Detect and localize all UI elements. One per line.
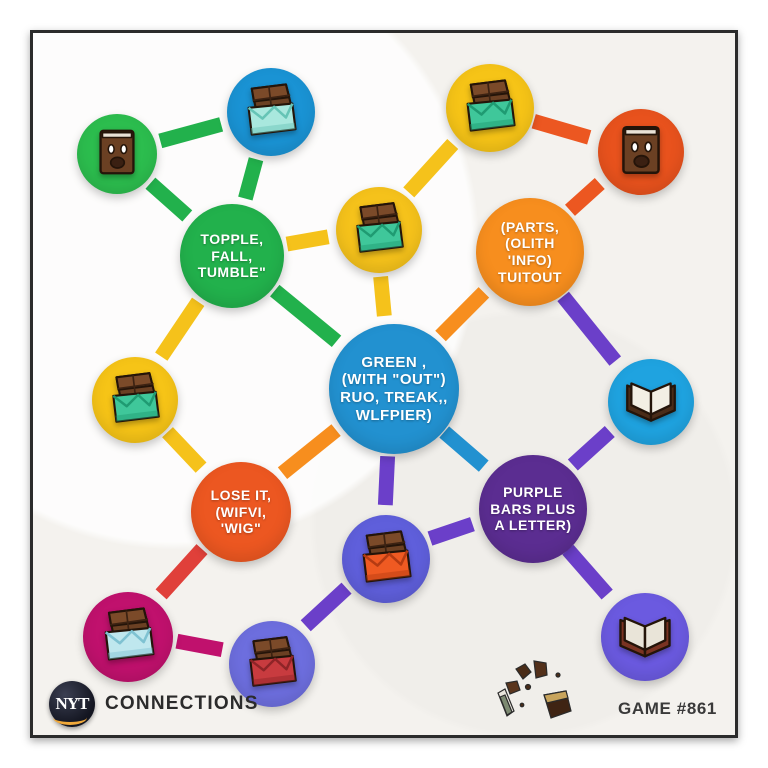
book-face-brown-icon [610,119,672,186]
category-label: GREEN , (WITH "OUT") RUO, TREAK,, WLFPIE… [340,353,448,424]
category-node-purple-cat[interactable]: PURPLE BARS PLUS A LETTER) [479,455,587,563]
edge [162,427,207,473]
edge [435,287,490,342]
edge [238,157,264,201]
edge [145,177,193,222]
edges-layer [33,33,735,735]
edge [427,517,475,546]
edge [270,284,342,348]
brand-block: NYT CONNECTIONS [49,681,259,727]
chocolate-bar-green-wrapper-icon [458,74,522,143]
icon-node-open-book-white-pages[interactable] [608,359,694,445]
chocolate-bar-green-wrapper-icon [348,197,410,264]
icon-node-chocolate-bar-red-wrapper[interactable] [229,621,315,707]
chocolate-crumbs-icon [497,660,572,719]
edge [277,424,341,479]
edge [285,229,330,252]
edge [439,426,489,472]
icon-node-chocolate-bar-orange-wrapper[interactable] [342,515,430,603]
edge [175,633,224,658]
category-label: LOSE IT, (WIFVI, 'WIG" [210,487,272,537]
category-label: TOPPLE, FALL, TUMBLE" [197,231,267,281]
footer: NYT CONNECTIONS GAME #861 [33,673,735,735]
icon-node-chocolate-bar-green-wrapper[interactable] [446,64,534,152]
category-node-green-cat[interactable]: TOPPLE, FALL, TUMBLE" [180,204,284,308]
chocolate-bar-orange-wrapper-icon [354,525,418,594]
edge [300,582,352,632]
icon-node-chocolate-bar-green-wrapper[interactable] [92,357,178,443]
chocolate-bar-mint-wrapper-icon [239,78,303,147]
icon-node-open-book-brown[interactable] [601,593,689,681]
edge [155,297,205,361]
edges-svg [145,114,622,658]
edge [403,139,459,198]
game-number: GAME #861 [618,699,717,718]
icon-node-book-face-brown[interactable] [598,109,684,195]
open-book-brown-icon [613,603,677,672]
open-book-white-pages-icon [620,369,682,436]
chocolate-bar-lightblue-wrapper-icon [96,602,161,672]
edge [158,117,224,149]
book-face-brown-icon [88,123,146,186]
category-node-orange-cat[interactable]: (PARTS, (OLITH 'INFO) TUITOUT [476,198,584,306]
icon-node-book-face-brown[interactable] [77,114,157,194]
edge [373,276,392,317]
nyt-logo-icon: NYT [49,681,95,727]
category-label: (PARTS, (OLITH 'INFO) TUITOUT [498,218,562,285]
edge [531,114,592,145]
chocolate-bar-red-wrapper-icon [241,631,303,698]
edge [377,455,396,506]
edge [155,544,208,600]
edge [562,544,613,600]
icon-node-chocolate-bar-lightblue-wrapper[interactable] [83,592,173,682]
chocolate-bar-green-wrapper-icon [104,367,166,434]
icon-node-chocolate-bar-green-wrapper[interactable] [336,187,422,273]
edge [567,426,615,471]
icon-node-chocolate-bar-mint-wrapper[interactable] [227,68,315,156]
category-node-blue-hub[interactable]: GREEN , (WITH "OUT") RUO, TREAK,, WLFPIE… [329,324,459,454]
brand-title: CONNECTIONS [105,693,259,714]
edge [565,177,605,216]
category-label: PURPLE BARS PLUS A LETTER) [490,484,576,534]
category-node-red-orange-cat[interactable]: LOSE IT, (WIFVI, 'WIG" [191,462,291,562]
connections-board: TOPPLE, FALL, TUMBLE" (PARTS, (OLITH 'INF… [30,30,738,738]
edge [557,291,622,366]
